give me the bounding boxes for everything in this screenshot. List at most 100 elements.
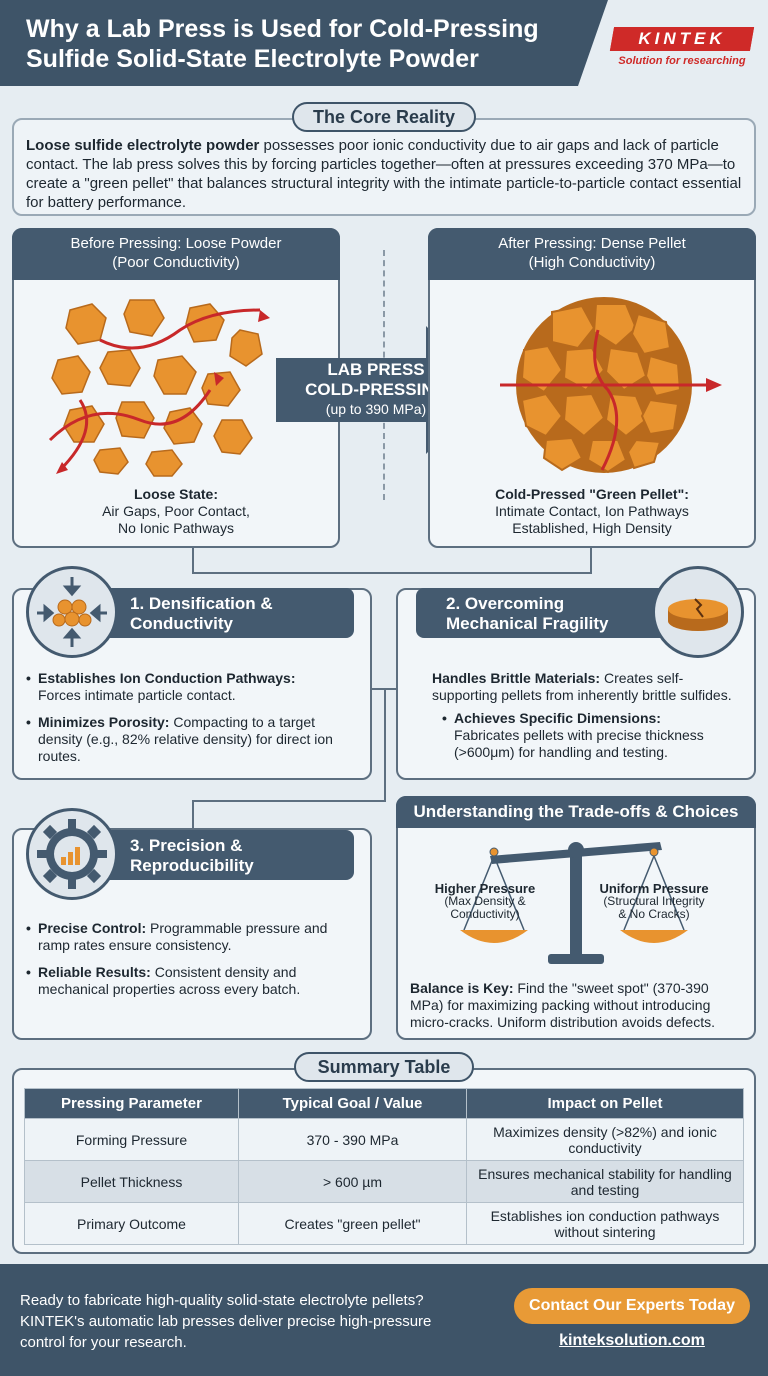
middle-connector [372, 688, 416, 690]
fragility-bullets: Handles Brittle Materials: Creates self-… [432, 670, 744, 771]
bullet-bold: Reliable Results: [38, 964, 151, 980]
balance-key-body: Find the "sweet spot" (370-390 MPa) for … [410, 980, 715, 1030]
after-pressing-header: After Pressing: Dense Pellet (High Condu… [428, 228, 756, 280]
list-item: Precise Control: Programmable pressure a… [26, 920, 362, 954]
logo-tagline: Solution for researching [618, 55, 746, 67]
densification-bullets: Establishes Ion Conduction Pathways:Forc… [26, 670, 362, 775]
left-title: Higher Pressure [434, 881, 536, 896]
sec1-title1: 1. Densification & [130, 594, 273, 613]
before-subtitle: (Poor Conductivity) [112, 254, 240, 271]
after-caption-title: Cold-Pressed "Green Pellet": [495, 486, 689, 502]
before-caption-title: Loose State: [133, 486, 218, 502]
press-line-3: (up to 390 MPa) [325, 401, 427, 417]
before-title: Before Pressing: Loose Powder [70, 235, 282, 252]
list-item: Establishes Ion Conduction Pathways:Forc… [26, 670, 362, 704]
table-cell: Establishes ion conduction pathways with… [466, 1202, 744, 1245]
press-line-1: LAB PRESS [327, 360, 425, 379]
after-caption-line2: Established, High Density [512, 520, 672, 536]
gear-icon [37, 819, 107, 889]
dense-pellet-illustration [500, 297, 722, 474]
balance-key-text: Balance is Key: Find the "sweet spot" (3… [410, 980, 744, 1031]
balance-key-bold: Balance is Key: [410, 980, 514, 996]
para-text: Creates self-supporting pellets from inh… [432, 670, 732, 703]
sec2-title2: Mechanical Fragility [446, 614, 609, 633]
uniform-pressure-label: Uniform Pressure (Structural Integrity &… [594, 882, 714, 921]
after-title: After Pressing: Dense Pellet [498, 235, 686, 252]
fragility-intro: Handles Brittle Materials: Creates self-… [432, 670, 744, 704]
table-cell: 370 - 390 MPa [238, 1118, 467, 1161]
bullet-bold: Achieves Specific Dimensions: [454, 710, 661, 726]
table-cell: Forming Pressure [24, 1118, 239, 1161]
left-sub2: Conductivity) [450, 907, 520, 921]
sec1-title2: Conductivity [130, 614, 233, 633]
tradeoffs-title: Understanding the Trade-offs & Choices [396, 796, 756, 828]
after-subtitle: (High Conductivity) [528, 254, 656, 271]
header-banner [0, 0, 608, 86]
page-title: Why a Lab Press is Used for Cold-Pressin… [26, 14, 586, 74]
bullet-bold: Precise Control: [38, 920, 147, 936]
website-link[interactable]: kinteksolution.com [559, 1332, 705, 1349]
title-line-1: Why a Lab Press is Used for Cold-Pressin… [26, 15, 539, 43]
precision-bullets: Precise Control: Programmable pressure a… [26, 920, 362, 1008]
core-reality-box [12, 118, 756, 216]
before-caption: Loose State: Air Gaps, Poor Contact, No … [24, 486, 328, 537]
loose-powder-illustration [48, 299, 270, 477]
bullet-text: Compacting to a target density (e.g., 82… [38, 714, 333, 764]
table-row: Primary Outcome Creates "green pellet" E… [24, 1202, 744, 1245]
before-caption-line1: Air Gaps, Poor Contact, [102, 503, 250, 519]
kintek-logo[interactable]: KINTEK [638, 29, 726, 48]
core-reality-text: Loose sulfide electrolyte powder possess… [26, 136, 742, 212]
densification-icon [26, 566, 118, 658]
bullet-text: Fabricates pellets with precise thicknes… [454, 727, 704, 760]
bullet-text: Programmable pressure and ramp rates ens… [38, 920, 328, 953]
table-header: Impact on Pellet [466, 1088, 744, 1119]
right-sub1: (Structural Integrity [603, 894, 705, 908]
summary-label: Summary Table [294, 1052, 474, 1082]
bullet-text: Consistent density and mechanical proper… [38, 964, 301, 997]
para-bold: Handles Brittle Materials: [432, 670, 601, 686]
sec3-title2: Reproducibility [130, 856, 254, 875]
bullet-bold: Establishes Ion Conduction Pathways: [38, 670, 296, 686]
table-cell: > 600 µm [238, 1160, 467, 1203]
compression-icon [37, 577, 107, 647]
sec2-title1: 2. Overcoming [446, 594, 565, 613]
table-cell: Ensures mechanical stability for handlin… [466, 1160, 744, 1203]
after-caption: Cold-Pressed "Green Pellet": Intimate Co… [440, 486, 744, 537]
sec3-title1: 3. Precision & [130, 836, 243, 855]
bullet-bold: Minimizes Porosity: [38, 714, 170, 730]
before-caption-line2: No Ionic Pathways [118, 520, 234, 536]
list-item: Reliable Results: Consistent density and… [26, 964, 362, 998]
top-connector [192, 548, 592, 574]
table-header-row: Pressing Parameter Typical Goal / Value … [24, 1088, 744, 1119]
fragility-header: 2. Overcoming Mechanical Fragility [416, 588, 696, 638]
core-reality-label: The Core Reality [292, 102, 476, 132]
balance-scale-illustration [460, 842, 688, 964]
before-pressing-header: Before Pressing: Loose Powder (Poor Cond… [12, 228, 340, 280]
lower-connector [192, 800, 386, 828]
table-cell: Maximizes density (>82%) and ionic condu… [466, 1118, 744, 1161]
table-cell: Creates "green pellet" [238, 1202, 467, 1245]
core-body: possesses poor ionic conductivity due to… [26, 137, 742, 211]
cracked-pellet-icon [668, 598, 728, 631]
bullet-text: Forces intimate particle contact. [38, 687, 236, 703]
vertical-connector [384, 688, 386, 800]
after-caption-line1: Intimate Contact, Ion Pathways [495, 503, 689, 519]
table-cell: Pellet Thickness [24, 1160, 239, 1203]
table-cell: Primary Outcome [24, 1202, 239, 1245]
press-line-2: COLD-PRESSING [305, 380, 447, 399]
precision-icon [26, 808, 118, 900]
table-row: Forming Pressure 370 - 390 MPa Maximizes… [24, 1118, 744, 1161]
table-header: Pressing Parameter [24, 1088, 239, 1119]
summary-table: Pressing Parameter Typical Goal / Value … [24, 1088, 744, 1245]
lab-press-label: LAB PRESS COLD-PRESSING (up to 390 MPa) [286, 360, 466, 418]
higher-pressure-label: Higher Pressure (Max Density & Conductiv… [430, 882, 540, 921]
right-title: Uniform Pressure [599, 881, 709, 896]
list-item: Achieves Specific Dimensions:Fabricates … [442, 710, 744, 761]
right-sub2: & No Cracks) [618, 907, 690, 921]
contact-experts-button[interactable]: Contact Our Experts Today [514, 1288, 750, 1324]
title-line-2: Sulfide Solid-State Electrolyte Powder [26, 45, 479, 73]
footer-text: Ready to fabricate high-quality solid-st… [20, 1292, 432, 1351]
core-bold: Loose sulfide electrolyte powder [26, 137, 260, 154]
table-header: Typical Goal / Value [238, 1088, 467, 1119]
fragility-icon [652, 566, 744, 658]
